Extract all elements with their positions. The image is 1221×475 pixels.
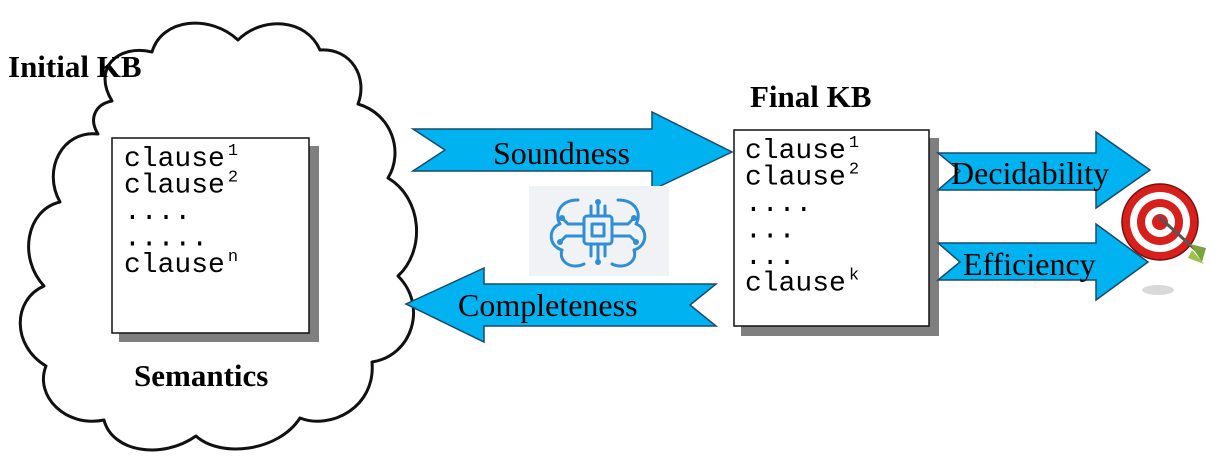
soundness-arrow: Soundness: [410, 110, 734, 192]
efficiency-label: Efficiency: [963, 246, 1096, 282]
clause-superscript: n: [228, 248, 238, 267]
initial-kb-title: Initial KB: [8, 49, 142, 84]
clause-line: ...: [745, 242, 795, 273]
final-kb-title: Final KB: [750, 79, 871, 114]
final-kb-panel: [733, 129, 930, 327]
clause-superscript: 1: [849, 134, 859, 153]
decidability-arrow: Decidability: [935, 130, 1152, 210]
ai-brain-chip-icon: [529, 186, 669, 276]
efficiency-arrow: Efficiency: [935, 222, 1150, 302]
clause-line: ....: [124, 197, 191, 228]
completeness-arrow: Completeness: [404, 266, 719, 344]
clause-superscript: k: [849, 267, 859, 286]
initial-kb-panel: [111, 137, 310, 334]
clause-line: ...: [745, 216, 795, 247]
soundness-label: Soundness: [493, 135, 630, 171]
completeness-label: Completeness: [458, 287, 638, 323]
clause-line: .....: [124, 224, 208, 255]
clause-line: ....: [745, 189, 812, 220]
clause-superscript: 1: [228, 142, 238, 161]
semantics-label: Semantics: [134, 358, 268, 393]
decidability-label: Decidability: [951, 155, 1109, 191]
target-with-arrow-icon: [1121, 183, 1206, 295]
clause-superscript: 2: [849, 161, 859, 180]
clause-superscript: 2: [228, 169, 238, 188]
